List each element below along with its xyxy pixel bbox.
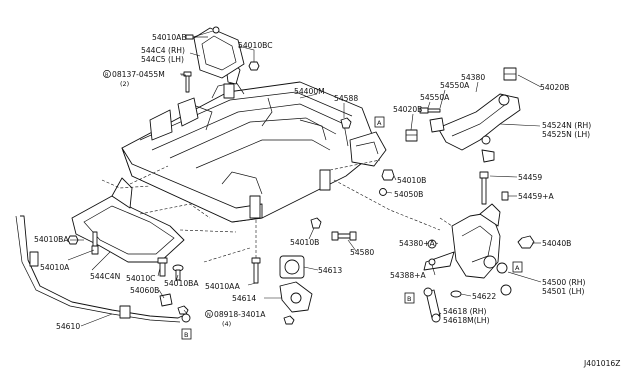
bushing-54020b-top	[503, 67, 517, 81]
label-54588: 54588	[334, 94, 358, 103]
label-54380: 54380	[461, 73, 485, 82]
label-54010ab: 54010AB	[152, 33, 187, 42]
label-54040b: 54040B	[542, 239, 571, 248]
washer-54622	[450, 290, 462, 298]
ref-box-a-lower	[512, 261, 523, 273]
label-54050b: 54050B	[394, 190, 423, 199]
label-54400m: 54400M	[294, 87, 325, 96]
label-54060b: 54060B	[130, 286, 159, 295]
label-54618-rh: 54618 (RH)	[443, 307, 487, 316]
label-54010aa: 54010AA	[205, 282, 241, 291]
bolts-54010c	[157, 257, 184, 281]
nut-08918	[177, 305, 189, 315]
nut-right-54614	[283, 315, 295, 325]
label-54010b-center: 54010B	[290, 238, 319, 247]
label-54459: 54459	[518, 173, 542, 182]
subframe-crossmember	[121, 59, 387, 223]
label-54610: 54610	[56, 322, 80, 331]
link-54618	[423, 287, 441, 323]
bolt-08137	[180, 71, 192, 93]
label-54459a: 54459+A	[518, 192, 555, 201]
label-54380a: 54380+A	[399, 239, 436, 248]
bushing-54020b-left	[405, 129, 418, 142]
ref-box-a-top	[374, 116, 385, 128]
b-circle-letter: B	[105, 73, 109, 79]
label-54020b-right: 54020B	[540, 83, 569, 92]
label-54501-lh: 54501 (LH)	[542, 287, 584, 296]
bolt-54550a	[419, 107, 441, 114]
label-54500-rh: 54500 (RH)	[542, 278, 586, 287]
nut-54588	[340, 117, 352, 129]
bushing-54040b	[517, 235, 535, 249]
b-circle-icon	[103, 70, 111, 78]
label-54525n: 54525N (LH)	[542, 130, 590, 139]
label-54010ba-bottom: 54010BA	[164, 279, 199, 288]
ref-a-lower-text: A	[515, 264, 520, 272]
label-54010bc: 54010BC	[238, 41, 273, 50]
label-54580: 54580	[350, 248, 374, 257]
bracket-544c4	[192, 26, 245, 79]
n-circle-letter: N	[207, 313, 211, 319]
label-54613: 54613	[318, 266, 342, 275]
upper-link-54524n	[429, 93, 521, 163]
ref-box-b-left	[181, 328, 192, 340]
bolt-54010ab	[185, 34, 208, 40]
ref-b-left-text: B	[184, 331, 188, 339]
ref-a-top-text: A	[377, 119, 382, 127]
nut-54010bc	[237, 45, 260, 71]
label-54010ba-left: 54010BA	[34, 235, 69, 244]
bushing-54613	[279, 255, 305, 279]
label-544c5-lh: 544C5 (LH)	[141, 55, 184, 64]
nut-54010b-center	[310, 217, 322, 229]
clamp-54614	[279, 281, 313, 313]
bolt-54459	[479, 171, 509, 205]
knuckle-54500	[423, 203, 512, 296]
label-08137: 08137-0455M	[112, 70, 165, 79]
label-08918-qty: (4)	[222, 320, 231, 328]
stabilizer-bar-54610	[15, 215, 191, 323]
label-54010c: 54010C	[126, 274, 155, 283]
front-member-544c4n	[71, 165, 251, 263]
label-08137-qty: (2)	[120, 80, 129, 88]
label-54550a-1: 54550A	[440, 81, 470, 90]
label-54524n: 54524N (RH)	[542, 121, 591, 130]
callout-labels: 54010AB 544C4 (RH) 544C5 (LH) 54010BC B …	[34, 33, 620, 368]
ref-box-b-right	[404, 292, 415, 304]
nuts-54010b-54050b	[329, 159, 441, 231]
bolt-54010aa	[251, 220, 261, 284]
label-54614: 54614	[232, 294, 256, 303]
n-circle-icon	[205, 310, 213, 318]
label-54550a-2: 54550A	[420, 93, 450, 102]
label-544c4-rh: 544C4 (RH)	[141, 46, 185, 55]
stud-54580	[331, 231, 357, 241]
label-54020b-left: 54020B	[393, 105, 422, 114]
label-08918: 08918-3401A	[214, 310, 266, 319]
label-544c4n: 544C4N	[90, 272, 120, 281]
label-54010a: 54010A	[40, 263, 70, 272]
label-54622: 54622	[472, 292, 496, 301]
leader-lines	[67, 52, 542, 327]
ref-b-right-text: B	[407, 295, 411, 303]
diagram-id: J401016Z	[583, 359, 620, 368]
label-54010b-right: 54010B	[397, 176, 426, 185]
clamp-54060b	[159, 293, 173, 307]
label-54388a: 54388+A	[390, 271, 427, 280]
label-54618m-lh: 54618M(LH)	[443, 316, 490, 325]
